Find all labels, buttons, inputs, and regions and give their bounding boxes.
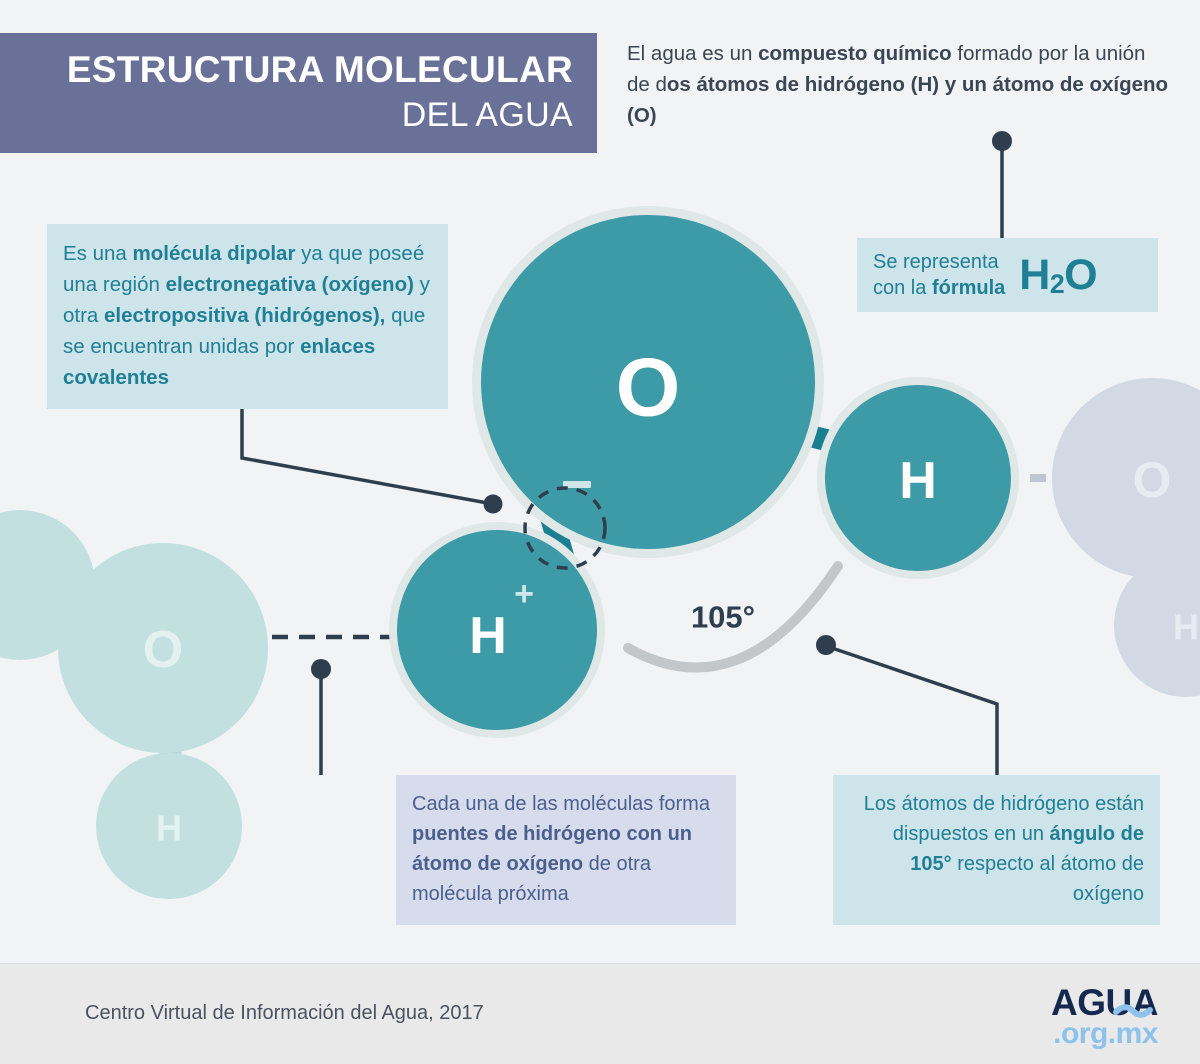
connector-formula — [992, 131, 1012, 238]
text-segment-1: molécula dipolar — [132, 242, 296, 265]
text-segment-0: Los átomos de hidrógeno están dispuestos… — [863, 793, 1144, 845]
faded-right-molecule: O H — [1052, 378, 1200, 697]
oxygen-atom — [481, 215, 815, 549]
hydrogen-left-label: H — [469, 607, 507, 665]
text-segment-0: Es una — [63, 242, 133, 265]
faded-right-oxygen-label: O — [1133, 452, 1172, 508]
positive-charge-icon: + — [514, 575, 534, 613]
title-banner: ESTRUCTURA MOLECULAR DEL AGUA — [0, 33, 597, 153]
formula-o: O — [1064, 250, 1098, 299]
connector-dipolar — [240, 400, 503, 514]
faded-right-hydrogen — [1114, 553, 1200, 697]
faded-left-molecule: O H — [0, 510, 268, 899]
formula-subscript: 2 — [1049, 268, 1065, 299]
oxygen-atom-label: O — [616, 341, 681, 434]
faded-left-oxygen-label: O — [143, 621, 183, 679]
connector-dot-angulo — [816, 635, 836, 655]
hydrogen-left-atom — [397, 530, 597, 730]
intro-paragraph: El agua es un compuesto químico formado … — [627, 38, 1172, 131]
page-title-line1: ESTRUCTURA MOLECULAR — [66, 49, 573, 90]
formula-line2: con la fórmula — [873, 275, 1005, 301]
connector-dot-formula — [992, 131, 1012, 151]
faded-left-oxygen — [58, 543, 268, 753]
footer-bar: Centro Virtual de Información del Agua, … — [0, 963, 1200, 1064]
text-segment-3: electronegativa (oxígeno) — [165, 273, 414, 296]
text-segment-1: puentes de hidrógeno con un átomo de oxí… — [412, 823, 692, 875]
intro-part1: El agua es un — [627, 42, 759, 65]
text-segment-7: enlaces covalentes — [63, 335, 376, 389]
connector-dot-puentes — [311, 659, 331, 679]
formula-line2-plain: con la — [873, 277, 932, 299]
bond-angle-arc — [623, 561, 843, 673]
formula-h: H — [1019, 250, 1050, 299]
text-segment-4: y otra — [63, 273, 430, 327]
text-segment-5: electropositiva (hidrógenos), — [104, 304, 386, 327]
faded-right-hydrogen-label: H — [1173, 607, 1199, 648]
negative-charge-icon — [563, 481, 591, 488]
callout-hydrogen-bridges: Cada una de las moléculas forma puentes … — [396, 775, 736, 925]
hydrogen-right-atom — [825, 385, 1011, 571]
agua-logo[interactable]: AGUA .org.mx — [1008, 984, 1158, 1050]
logo-wave-icon — [1113, 1004, 1153, 1018]
callout-chemical-formula: Se representa con la fórmula H2O — [857, 238, 1158, 312]
text-segment-0: Cada una de las moléculas forma — [412, 793, 710, 815]
connector-angulo — [816, 635, 999, 775]
bond-angle-label: 105° — [691, 600, 755, 635]
text-segment-6: que se encuentran unidas por — [63, 304, 426, 358]
logo-domain: .org.mx — [1053, 1017, 1158, 1050]
text-segment-2: ya que poseé una región — [63, 242, 425, 296]
callout-bond-angle: Los átomos de hidrógeno están dispuestos… — [833, 775, 1160, 925]
text-segment-2: respecto al átomo de oxígeno — [951, 853, 1144, 905]
intro-bold2: os átomos de hidrógeno (H) y un átomo de… — [627, 73, 1169, 127]
formula-line2-bold: fórmula — [931, 277, 1006, 299]
covalent-bond-highlight-circle — [523, 486, 607, 570]
connector-puentes — [311, 659, 331, 775]
intro-part2: formado por la unión de d — [627, 42, 1146, 96]
intro-bold1: compuesto químico — [758, 42, 952, 65]
callout-dipolar-molecule: Es una molécula dipolar ya que poseé una… — [47, 224, 448, 409]
connector-dot-dipolar — [483, 494, 503, 514]
hydrogen-right-label: H — [899, 452, 937, 510]
faded-left-hydrogen-lower — [96, 753, 242, 899]
page-title-line2: DEL AGUA — [401, 96, 573, 134]
text-segment-2: de otra molécula próxima — [412, 853, 651, 905]
formula-description: Se representa con la fórmula — [873, 249, 1005, 301]
chemical-formula-h2o: H2O — [1019, 250, 1098, 299]
faded-left-hydrogen-label: H — [156, 808, 182, 849]
faded-right-oxygen — [1052, 378, 1200, 578]
formula-line1: Se representa — [873, 251, 999, 273]
text-segment-1: ángulo de 105° — [910, 823, 1144, 875]
footer-credit: Centro Virtual de Información del Agua, … — [85, 1002, 484, 1024]
